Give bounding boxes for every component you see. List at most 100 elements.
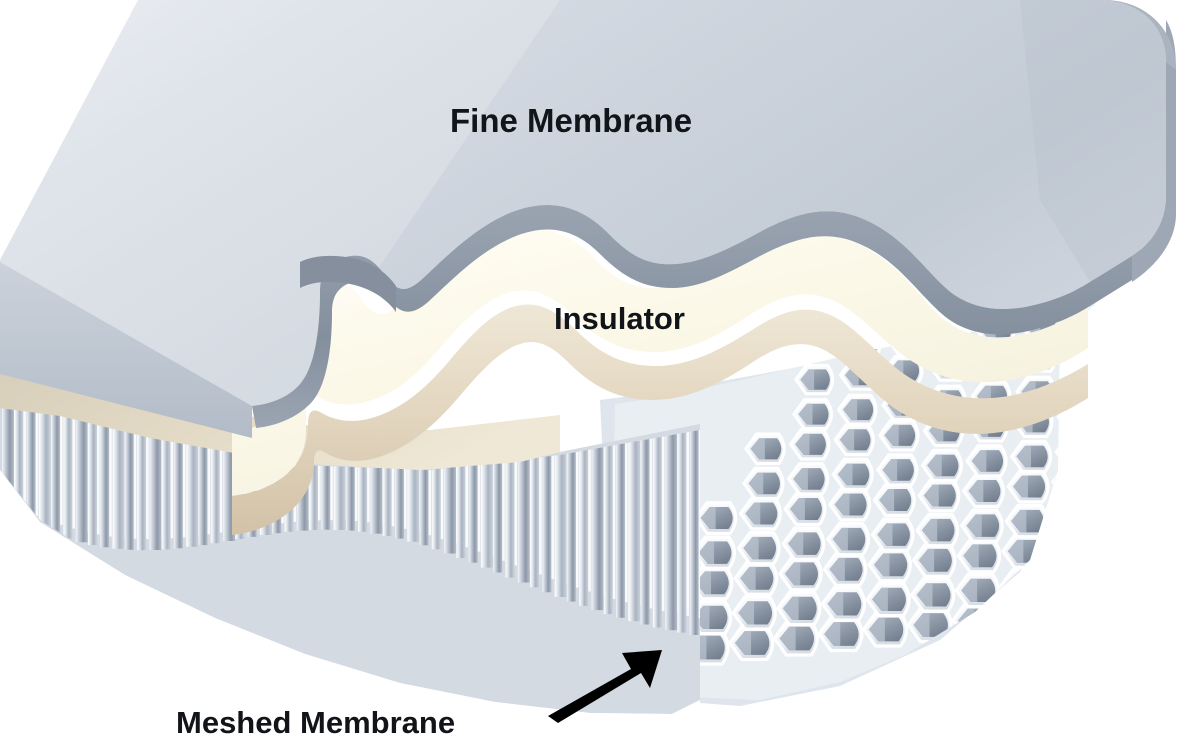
cell-facet (868, 617, 885, 642)
cell-facet (961, 578, 978, 603)
honeycomb-cell (875, 453, 919, 487)
cell-rib (88, 411, 97, 545)
cell-facet (734, 631, 752, 655)
cell-facet (798, 403, 813, 425)
cell-facet (873, 553, 890, 577)
cell-rib-separator (465, 423, 468, 548)
cell-rib (579, 425, 589, 606)
cell-facet (966, 514, 982, 537)
cell-facet (923, 484, 939, 507)
cell-rib (652, 422, 662, 628)
cell-facet (784, 562, 801, 586)
cell-rib (530, 426, 540, 588)
insulator-cut-band (232, 304, 1088, 535)
label-insulator: Insulator (554, 301, 685, 336)
honeycomb-cell (783, 492, 827, 526)
cell-rib (51, 409, 61, 535)
cell-rib (677, 422, 687, 633)
cell-rib (616, 423, 625, 618)
fine-membrane-torn-edge (252, 204, 1132, 428)
honeycomb-cell (831, 457, 874, 492)
cell-rib-separator (477, 424, 481, 552)
honeycomb-cell (792, 398, 833, 431)
cell-facet (795, 433, 810, 455)
cell-rib (161, 412, 171, 550)
cell-rib (100, 412, 110, 548)
cell-rib (309, 409, 318, 530)
cell-rib (542, 426, 552, 593)
cell-rib (591, 425, 604, 611)
honeycomb-cell (870, 517, 915, 552)
cell-rib (566, 426, 576, 602)
cell-facet (748, 472, 764, 495)
honeycomb-cell (786, 462, 830, 496)
cell-rib (124, 412, 134, 550)
fine-membrane-left-face (0, 262, 252, 438)
cell-rib-separator (182, 412, 186, 538)
honeycomb-cell (877, 418, 920, 452)
cell-facet (927, 454, 942, 477)
cell-facet (750, 438, 765, 460)
cell-rib (665, 422, 678, 631)
honeycomb-cell (794, 363, 835, 396)
honeycomb-cell (788, 427, 831, 461)
cell-rib-separator (367, 413, 370, 523)
honeycomb-cell (861, 611, 909, 648)
cell-rib (468, 424, 478, 563)
cell-rib (419, 419, 429, 546)
honeycomb-cell (694, 501, 738, 535)
cell-facet (839, 429, 855, 451)
honeycomb-cell (920, 448, 964, 483)
top-face-shade-right (1020, 0, 1166, 282)
honeycomb-cell (733, 560, 779, 596)
honeycomb-cell (906, 606, 953, 644)
honeycomb-cell (775, 590, 822, 627)
cell-rib-separator (698, 422, 700, 618)
fine-membrane-right-edge (1132, 20, 1176, 282)
cell-facet (740, 566, 756, 590)
cell-facet (698, 541, 715, 564)
cell-facet (1013, 475, 1028, 498)
honeycomb-cell (688, 565, 734, 601)
cell-rib (628, 423, 641, 622)
fine-membrane-layer (0, 0, 1176, 438)
honeycomb-cell (965, 444, 1008, 478)
cell-facet (918, 548, 935, 572)
cell-rib-separator (60, 409, 63, 525)
cell-facet (1016, 445, 1031, 468)
cell-rib (321, 410, 331, 530)
cell-rib (26, 408, 36, 526)
honeycomb-cell (872, 483, 916, 517)
honeycomb-cell (820, 586, 867, 622)
cell-rib-separator (97, 411, 100, 535)
cell-rib-separator (428, 419, 432, 536)
cell-rib (431, 421, 441, 550)
top-face-highlight (0, 0, 560, 406)
cell-rib-separator (35, 408, 39, 517)
cell-facet (882, 459, 898, 481)
cell-rib (505, 426, 515, 578)
cell-facet (788, 532, 804, 555)
meshed-membrane-arrow (548, 650, 662, 723)
cell-rib (345, 411, 355, 531)
honeycomb-cell (833, 423, 875, 457)
cell-facet (745, 502, 761, 525)
cell-facet (1007, 539, 1024, 563)
honeycomb-cell (736, 530, 781, 566)
honeycomb-cell (777, 556, 823, 592)
honeycomb-cell (867, 547, 912, 583)
cell-rib-separator (440, 421, 444, 539)
honeycomb-cell (817, 615, 864, 653)
cell-facet (827, 592, 844, 616)
cell-facet (872, 587, 888, 612)
cell-facet (743, 536, 759, 560)
cell-rib-separator (649, 423, 653, 609)
cell-rib (640, 423, 650, 625)
cell-facet (789, 498, 805, 521)
honeycomb-cell (1006, 469, 1050, 504)
cell-rib-separator (109, 412, 112, 537)
cell-rib (493, 425, 503, 573)
cell-facet (695, 571, 712, 595)
cell-facet (916, 583, 933, 607)
cell-rib (517, 426, 530, 583)
